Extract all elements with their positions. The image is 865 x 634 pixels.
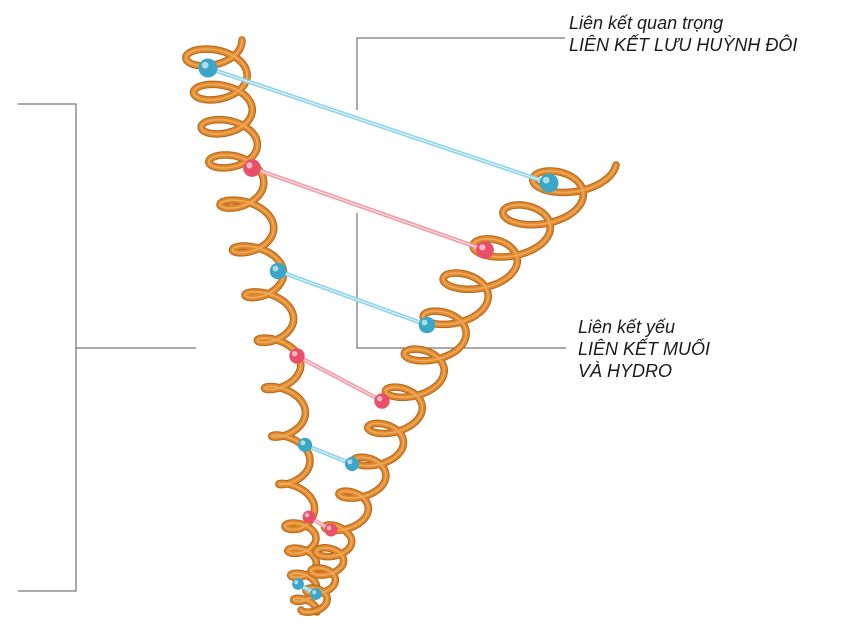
disulfide-bridge-node: [419, 317, 436, 334]
bond-group: [199, 59, 559, 600]
disulfide-bridge-node-shine: [312, 590, 316, 594]
disulfide-bridge-node: [540, 174, 559, 193]
strong-bond-leader: [357, 38, 565, 110]
disulfide-bridge-node-shine: [273, 266, 279, 272]
hydrogen-bond-label: VÀ HYDRO: [578, 360, 710, 382]
salt-hydrogen-bridge-node-shine: [327, 526, 332, 531]
disulfide-bridge-node: [310, 588, 322, 600]
salt-hydrogen-bridge-node-shine: [246, 162, 252, 168]
right-helix-icon: [301, 165, 616, 612]
strong-bond-title: Liên kết quan trọng: [569, 12, 797, 34]
salt-hydrogen-bridge-node: [289, 348, 304, 363]
disulfide-bridge-node-shine: [543, 177, 550, 184]
disulfide-bridge-node: [292, 578, 304, 590]
disulfide-bond-label: LIÊN KẾT LƯU HUỲNH ĐÔI: [569, 34, 797, 56]
salt-bond-label: LIÊN KẾT MUỐI: [578, 338, 710, 360]
salt-hydrogen-bridge-node: [303, 511, 316, 524]
left-bracket-line: [18, 104, 76, 591]
salt-hydrogen-bridge-line-highlight: [297, 356, 382, 401]
disulfide-bridge-line-highlight: [278, 271, 427, 325]
salt-hydrogen-bridge-node: [243, 159, 261, 177]
disulfide-bridge-node-shine: [294, 580, 298, 584]
salt-hydrogen-bridge-node: [325, 524, 338, 537]
disulfide-bridge-node-shine: [300, 440, 305, 445]
disulfide-bridge-node-shine: [347, 459, 352, 464]
right-helix-strand: [301, 165, 616, 612]
salt-hydrogen-bridge-line-highlight: [252, 168, 485, 250]
salt-hydrogen-bridge-node: [476, 241, 494, 259]
salt-hydrogen-bridge-node-shine: [292, 351, 297, 356]
salt-hydrogen-bridge-node-shine: [377, 396, 382, 401]
left-helix-shadow: [186, 40, 317, 612]
disulfide-bridge-node-shine: [202, 62, 209, 69]
salt-hydrogen-bridge-node: [374, 393, 389, 408]
weak-bond-caption: Liên kết yếu LIÊN KẾT MUỐI VÀ HYDRO: [578, 316, 710, 382]
disulfide-bridge-node: [345, 457, 359, 471]
strong-bond-caption: Liên kết quan trọng LIÊN KẾT LƯU HUỲNH Đ…: [569, 12, 797, 56]
weak-bond-title: Liên kết yếu: [578, 316, 710, 338]
disulfide-bridge-node: [298, 438, 312, 452]
left-helix-icon: [186, 40, 317, 612]
disulfide-bridge-node: [270, 263, 287, 280]
salt-hydrogen-bridge-node-shine: [305, 513, 310, 518]
salt-hydrogen-bridge-2: [243, 159, 494, 259]
disulfide-bridge-node: [199, 59, 218, 78]
disulfide-bridge-node-shine: [422, 320, 428, 326]
salt-hydrogen-bridge-node-shine: [479, 244, 485, 250]
